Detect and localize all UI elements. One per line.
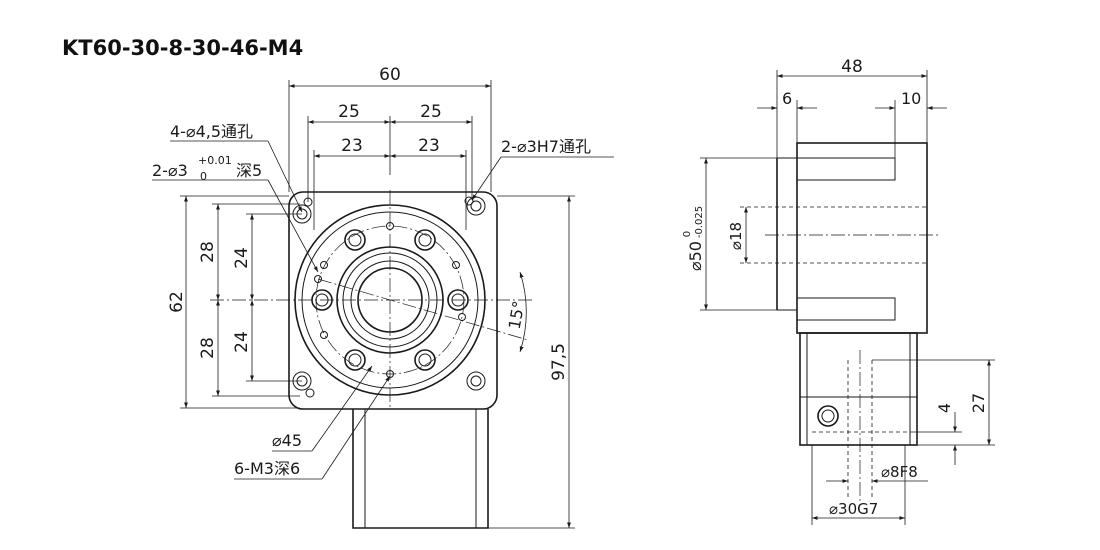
side-body-outline bbox=[796, 142, 928, 334]
bolt-hole bbox=[414, 229, 436, 251]
small-hole bbox=[320, 261, 328, 269]
label-pin-holes: 2-⌀3 bbox=[152, 161, 188, 180]
bolt-hole bbox=[344, 349, 366, 371]
corner-hole-top-right bbox=[466, 196, 486, 216]
label-pin-holes-tol-upper: +0.01 bbox=[198, 154, 232, 167]
dim-62: 62 bbox=[167, 291, 187, 313]
dim-97-5: 97,5 bbox=[549, 343, 569, 381]
side-view: 48 6 10 ⌀50 0 -0.025 ⌀18 4 27 ⌀8F8 bbox=[682, 57, 995, 525]
motor-body bbox=[352, 409, 489, 529]
dim-27: 27 bbox=[969, 393, 988, 413]
dim-d30: ⌀30G7 bbox=[829, 500, 878, 518]
front-body-outline bbox=[288, 191, 498, 410]
bolt-hole bbox=[414, 349, 436, 371]
dim-25-right: 25 bbox=[420, 102, 442, 122]
side-motor-outline bbox=[799, 332, 918, 446]
label-h7-holes: 2-⌀3H7通孔 bbox=[501, 137, 591, 156]
dim-d50-tol-upper: 0 bbox=[682, 231, 693, 237]
dim-d50: ⌀50 bbox=[686, 241, 705, 271]
drawing-title: KT60-30-8-30-46-M4 bbox=[62, 36, 303, 60]
pin-hole-bottom-left bbox=[305, 388, 315, 398]
small-hole bbox=[314, 275, 322, 283]
label-pcd-45: ⌀45 bbox=[272, 431, 302, 450]
pin-hole-top-right bbox=[464, 196, 474, 206]
dim-48: 48 bbox=[841, 57, 863, 77]
front-view: 60 25 25 23 23 4-⌀4,5通孔 2-⌀3 +0.01 0 深5 … bbox=[152, 65, 614, 529]
bolt-hole bbox=[344, 229, 366, 251]
dim-10: 10 bbox=[901, 89, 921, 108]
dim-d8: ⌀8F8 bbox=[881, 463, 918, 481]
dim-24-bottom: 24 bbox=[232, 331, 252, 353]
label-pin-holes-tol-lower: 0 bbox=[200, 170, 207, 183]
side-set-screw bbox=[817, 405, 839, 427]
small-hole bbox=[320, 331, 328, 339]
small-hole bbox=[452, 261, 460, 269]
dim-25-left: 25 bbox=[338, 102, 360, 122]
label-threads: 6-M3深6 bbox=[234, 459, 300, 478]
label-thru-holes: 4-⌀4,5通孔 bbox=[170, 122, 253, 141]
dim-23-left: 23 bbox=[341, 136, 363, 156]
dim-d50-tol-lower: -0.025 bbox=[694, 206, 705, 238]
dim-4: 4 bbox=[935, 403, 954, 413]
dim-28-top: 28 bbox=[198, 241, 218, 263]
dim-60: 60 bbox=[379, 65, 401, 85]
dim-d18: ⌀18 bbox=[727, 222, 745, 250]
dim-23-right: 23 bbox=[418, 136, 440, 156]
corner-hole-bottom-right bbox=[466, 371, 486, 391]
dim-6: 6 bbox=[782, 89, 792, 108]
dim-24-top: 24 bbox=[232, 247, 252, 269]
label-pin-holes-depth: 深5 bbox=[236, 161, 262, 180]
dim-angle-15: 15° bbox=[505, 299, 529, 330]
dim-28-bottom: 28 bbox=[198, 337, 218, 359]
